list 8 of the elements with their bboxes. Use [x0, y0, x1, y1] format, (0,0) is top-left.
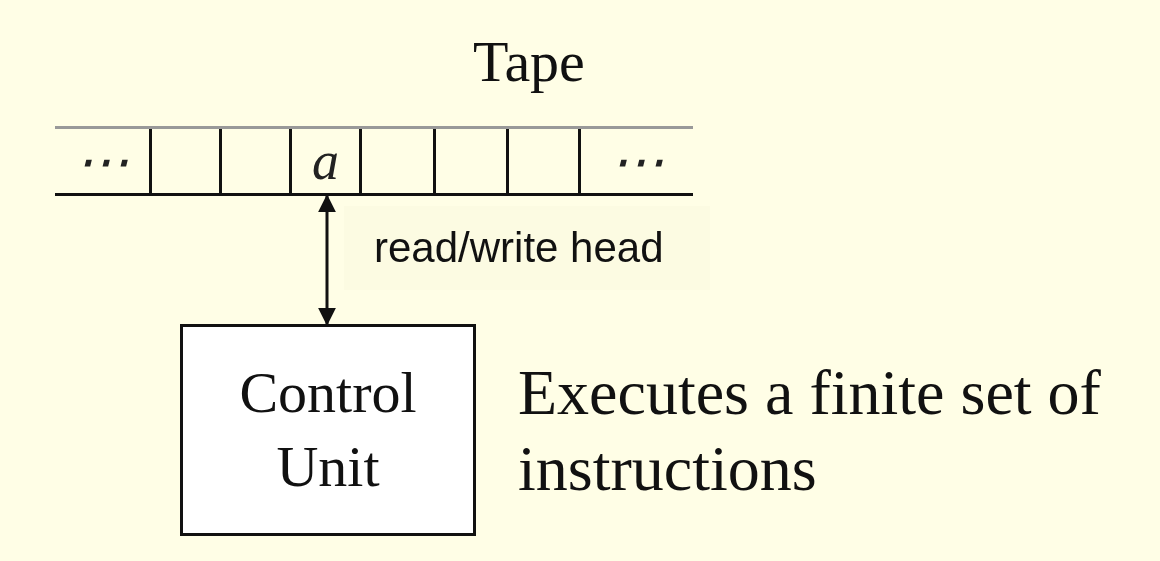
description-text: Executes a finite set of instructions [518, 356, 1102, 506]
edge-label: read/write head [344, 206, 710, 290]
tape-label: Tape [473, 30, 585, 94]
tape-cell: ⋯ [581, 129, 693, 193]
control-box: Control Unit [180, 324, 476, 536]
tape-cell: ⋯ [55, 129, 152, 193]
tape-cell: a [292, 129, 362, 193]
double-arrow [318, 194, 336, 326]
